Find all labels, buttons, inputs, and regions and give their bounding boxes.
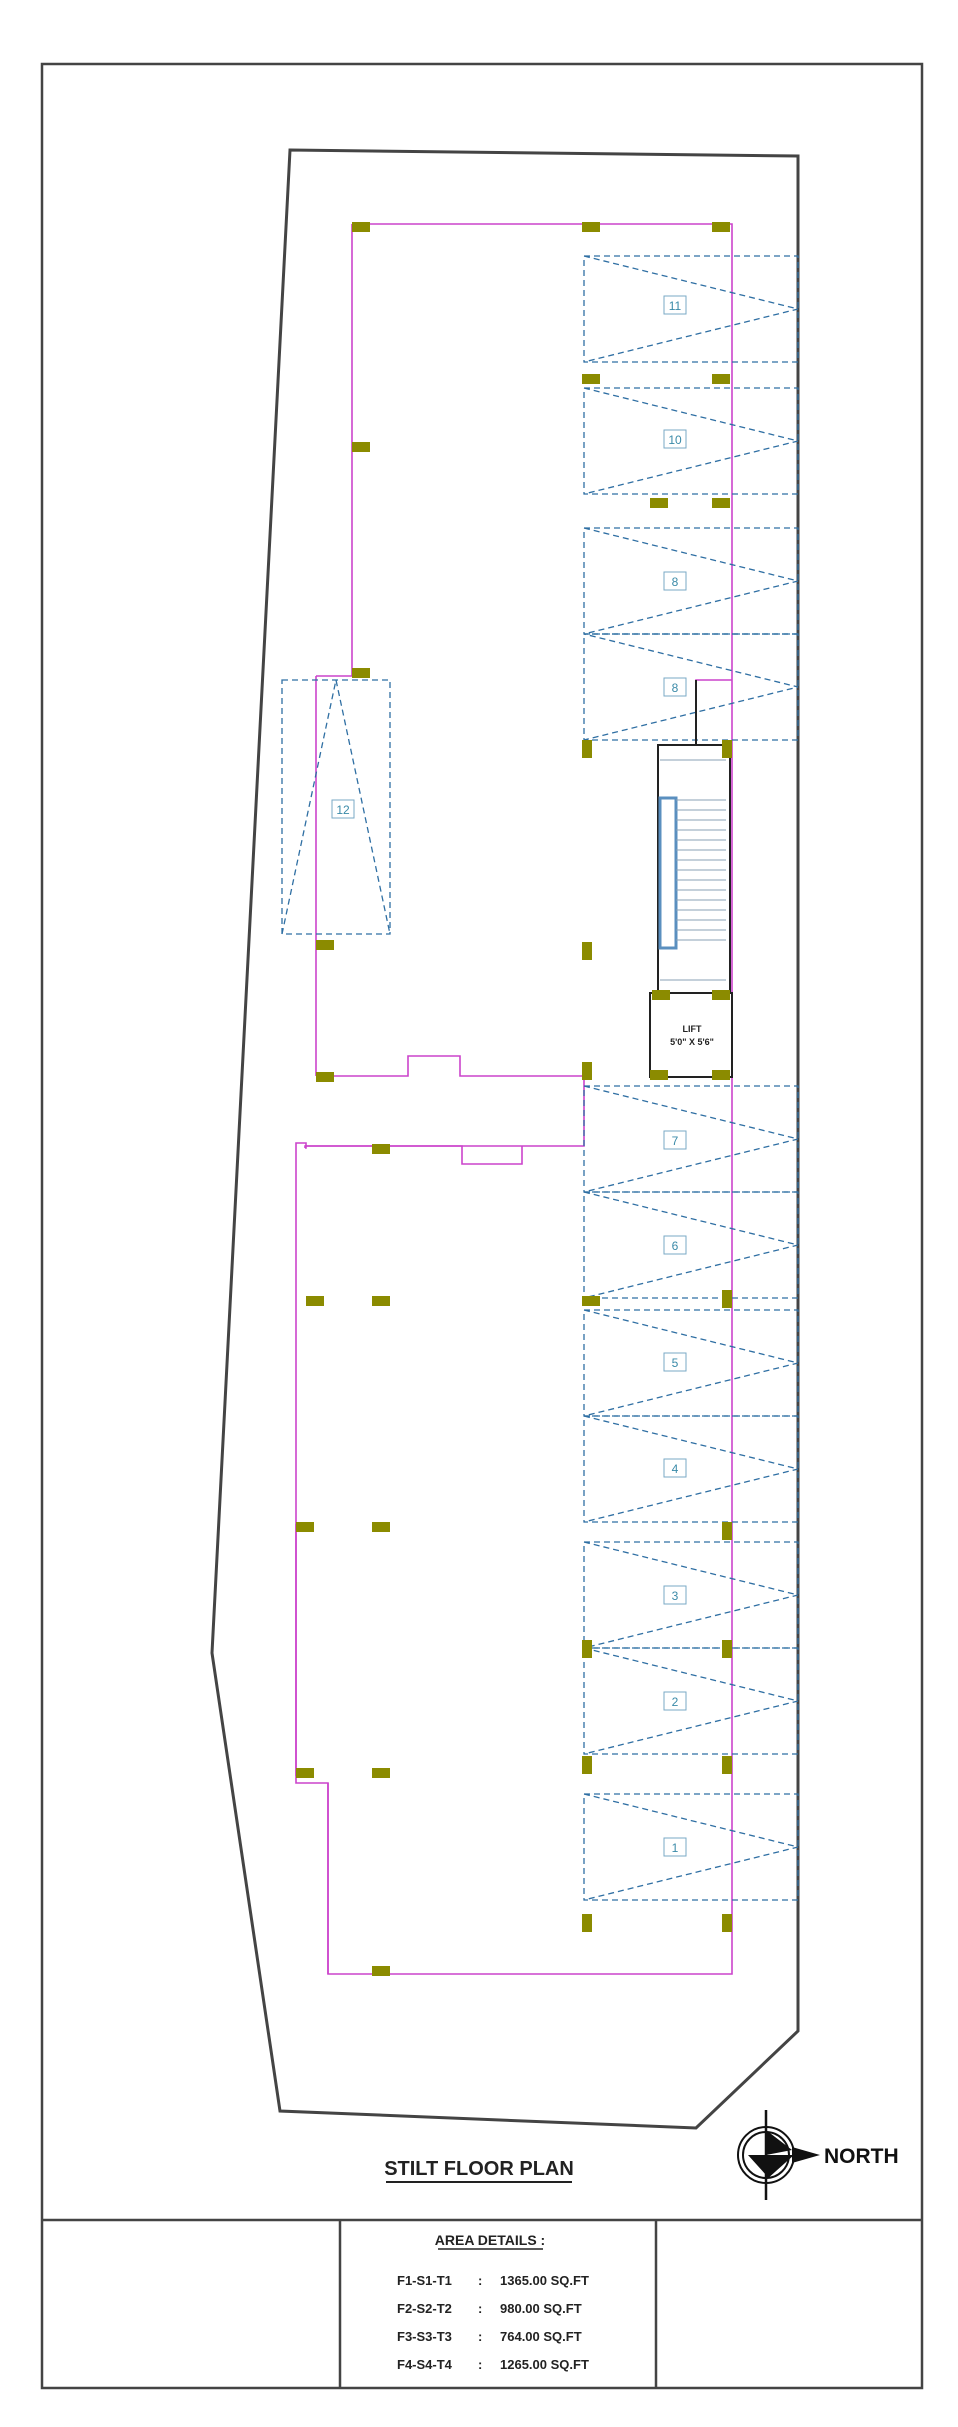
- svg-text::: :: [478, 2301, 482, 2316]
- svg-text:AREA DETAILS :: AREA DETAILS :: [435, 2232, 545, 2248]
- svg-text:2: 2: [672, 1695, 679, 1709]
- svg-text:1265.00 SQ.FT: 1265.00 SQ.FT: [500, 2357, 589, 2372]
- svg-text:4: 4: [672, 1462, 679, 1476]
- lift-shaft: LIFT 5'0" X 5'6": [649, 992, 733, 1078]
- svg-text:LIFT: LIFT: [683, 1024, 702, 1034]
- svg-text:764.00 SQ.FT: 764.00 SQ.FT: [500, 2329, 582, 2344]
- parking-slot-8-upper: 8: [663, 571, 687, 591]
- svg-text:6: 6: [672, 1239, 679, 1253]
- parking-slot-5: 5: [663, 1352, 687, 1372]
- parking-slot-2: 2: [663, 1691, 687, 1711]
- sheet-border: [40, 62, 924, 2390]
- parking-area: [281, 255, 799, 1901]
- svg-text:7: 7: [672, 1134, 679, 1148]
- svg-text:1365.00 SQ.FT: 1365.00 SQ.FT: [500, 2273, 589, 2288]
- title-block: [42, 2218, 922, 2388]
- svg-text:11: 11: [669, 299, 682, 313]
- north-label: NORTH: [824, 2145, 899, 2168]
- svg-text::: :: [478, 2273, 482, 2288]
- staircase: [657, 680, 731, 994]
- building-walls: [295, 223, 733, 1975]
- svg-text:STILT FLOOR PLAN: STILT FLOOR PLAN: [384, 2158, 574, 2180]
- svg-text:5: 5: [672, 1356, 679, 1370]
- svg-text:8: 8: [672, 681, 679, 695]
- svg-text::: :: [478, 2357, 482, 2372]
- area-row: F3-S3-T3 : 764.00 SQ.FT: [397, 2329, 582, 2344]
- svg-text:3: 3: [672, 1589, 679, 1603]
- parking-slot-12: 12: [331, 799, 355, 819]
- area-row: F2-S2-T2 : 980.00 SQ.FT: [397, 2301, 582, 2316]
- site-boundary: [210, 148, 800, 2130]
- parking-slot-11: 11: [663, 295, 687, 315]
- svg-text:F4-S4-T4: F4-S4-T4: [397, 2357, 453, 2372]
- parking-slot-6: 6: [663, 1235, 687, 1255]
- parking-slot-labels: 11 10 8 8 7 6 5 4: [331, 295, 687, 1857]
- area-details: AREA DETAILS : F1-S1-T1 : 1365.00 SQ.FT …: [397, 2232, 589, 2372]
- north-arrow-icon: [737, 2110, 820, 2200]
- columns: [296, 222, 732, 1976]
- svg-text:5'0" X 5'6": 5'0" X 5'6": [670, 1037, 714, 1047]
- parking-slot-8-lower: 8: [663, 677, 687, 697]
- svg-text:F3-S3-T3: F3-S3-T3: [397, 2329, 452, 2344]
- parking-slot-3: 3: [663, 1585, 687, 1605]
- area-row: F1-S1-T1 : 1365.00 SQ.FT: [397, 2273, 589, 2288]
- parking-slot-7: 7: [663, 1130, 687, 1150]
- svg-text:980.00 SQ.FT: 980.00 SQ.FT: [500, 2301, 582, 2316]
- svg-text:F2-S2-T2: F2-S2-T2: [397, 2301, 452, 2316]
- svg-text::: :: [478, 2329, 482, 2344]
- svg-text:F1-S1-T1: F1-S1-T1: [397, 2273, 452, 2288]
- svg-text:12: 12: [336, 803, 350, 817]
- parking-slot-10: 10: [663, 429, 687, 449]
- parking-slot-4: 4: [663, 1458, 687, 1478]
- area-row: F4-S4-T4 : 1265.00 SQ.FT: [397, 2357, 589, 2372]
- svg-text:10: 10: [668, 433, 682, 447]
- svg-text:1: 1: [672, 1841, 679, 1855]
- svg-text:8: 8: [672, 575, 679, 589]
- parking-slot-1: 1: [663, 1837, 687, 1857]
- plan-title: STILT FLOOR PLAN: [384, 2158, 574, 2183]
